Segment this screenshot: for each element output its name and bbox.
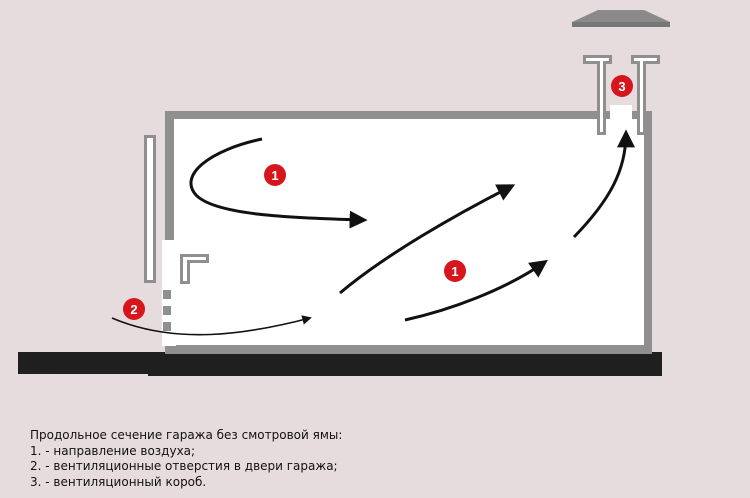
marker-label: 1 xyxy=(451,264,458,279)
door-bracket xyxy=(180,254,209,284)
garage-interior xyxy=(174,119,644,345)
door-vent-hole xyxy=(163,290,171,299)
caption-item: 2. - вентиляционные отверстия в двери га… xyxy=(30,459,338,473)
marker-door-openings: 2 xyxy=(123,298,145,320)
caption-item: 3. - вентиляционный короб. xyxy=(30,474,207,489)
marker-vent-duct: 3 xyxy=(611,75,633,97)
marker-label: 3 xyxy=(618,79,625,94)
caption-title: Продольное сечение гаража без смотровой … xyxy=(30,428,343,442)
airflow-arrow-to-duct xyxy=(572,129,635,239)
vent-duct-cap xyxy=(572,10,670,22)
marker-label: 2 xyxy=(130,302,137,317)
door-bracket-inner xyxy=(183,257,206,281)
airflow-arrow-diagonal xyxy=(339,184,516,295)
airflow-arrow-lower xyxy=(404,259,548,322)
vent-duct-left-wall xyxy=(583,55,612,135)
garage-section-diagram: 1 1 2 3 xyxy=(18,10,670,376)
marker-air-flow-upper: 1 xyxy=(264,164,286,186)
caption-item: 1. - направление воздуха; xyxy=(30,443,196,458)
airflow-arrow-upper-loop xyxy=(189,137,368,229)
marker-label: 1 xyxy=(271,168,278,183)
door-vent-hole xyxy=(163,306,171,315)
diagram-caption: Продольное сечение гаража без смотровой … xyxy=(30,428,730,490)
marker-air-flow-lower: 1 xyxy=(444,260,466,282)
vent-duct-right-wall xyxy=(631,55,660,135)
door-vent-hole xyxy=(163,322,171,331)
ground-ramp-slope xyxy=(18,352,165,374)
airflow-arrow-intake xyxy=(111,315,312,336)
door-leaf-inner xyxy=(147,138,153,280)
vent-duct-cap-base xyxy=(572,22,670,27)
ground-slab xyxy=(148,352,662,376)
vent-duct-opening xyxy=(610,105,632,123)
